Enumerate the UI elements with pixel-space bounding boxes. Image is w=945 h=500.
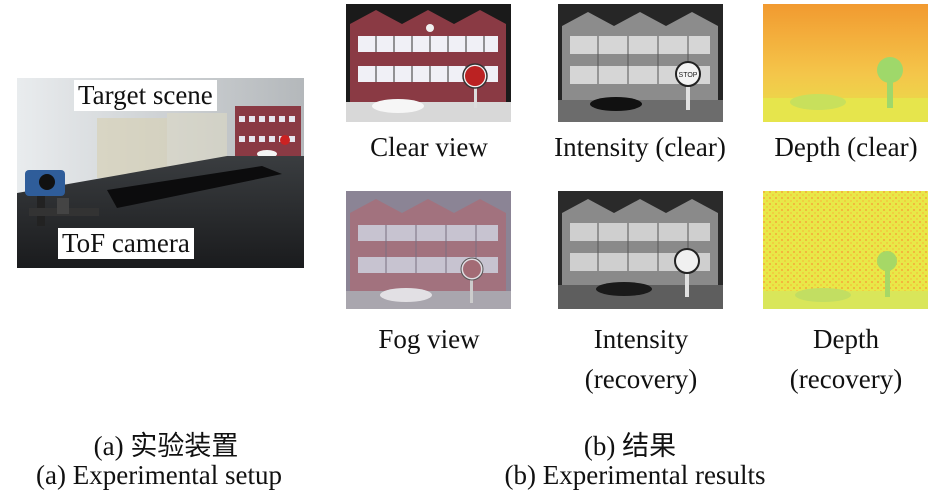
- depth-recovery-label-1: Depth: [813, 324, 879, 354]
- results-caption-en: (b) Experimental results: [504, 460, 766, 490]
- target-scene-label: Target scene: [74, 80, 217, 112]
- results-caption-cn: (b) 结果: [583, 431, 677, 461]
- stop-sign-text: STOP: [679, 72, 698, 79]
- setup-photo: Target scene ToF camera: [17, 78, 304, 268]
- tof-camera-label: ToF camera: [58, 228, 194, 260]
- setup-caption-cn: (a) 实验装置: [93, 431, 239, 461]
- depth-recovery-label-2: (recovery): [789, 364, 903, 394]
- intensity-recovery-image: [558, 191, 723, 309]
- fog-view-image: [346, 191, 511, 309]
- depth-clear-image: [763, 4, 928, 122]
- intensity-clear-label: Intensity (clear): [554, 132, 726, 162]
- depth-clear-label: Depth (clear): [774, 132, 918, 162]
- clear-view-label: Clear view: [370, 132, 488, 162]
- fog-view-label: Fog view: [378, 324, 480, 354]
- intensity-recovery-label-1: Intensity: [593, 324, 689, 354]
- depth-recovery-image: [763, 191, 928, 309]
- clear-view-image: [346, 4, 511, 122]
- intensity-recovery-label-2: (recovery): [584, 364, 698, 394]
- setup-caption-en: (a) Experimental setup: [36, 460, 282, 490]
- intensity-clear-image: STOP: [558, 4, 723, 122]
